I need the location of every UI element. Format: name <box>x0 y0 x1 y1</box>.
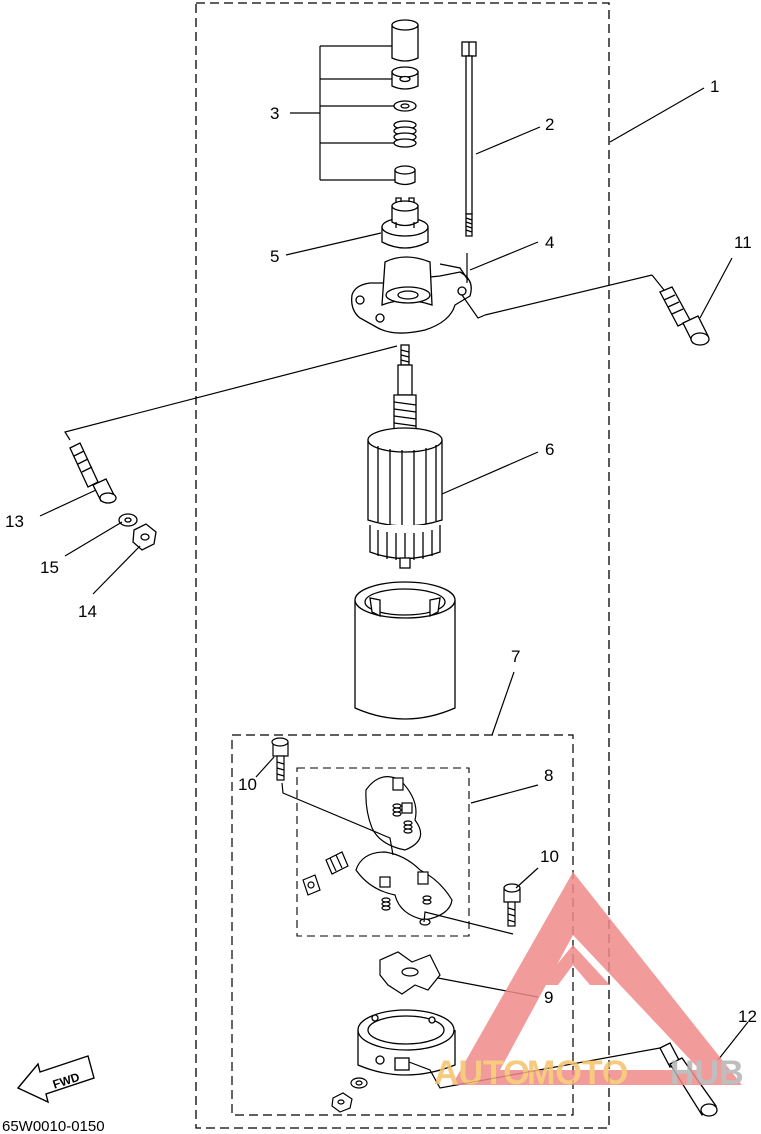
callout-8: 8 <box>544 766 553 785</box>
watermark-text-1: AUTO <box>434 1054 530 1092</box>
callout-labels: 1 2 3 4 5 6 7 8 9 10 10 11 12 13 14 15 <box>5 77 757 1026</box>
pinion-stop-set <box>391 19 419 186</box>
armature <box>367 344 443 569</box>
figure-code: 65W0010-0150 <box>2 1118 105 1134</box>
callout-15: 15 <box>40 558 59 577</box>
watermark-text-2: MOTO <box>527 1054 628 1092</box>
stator-yoke <box>354 581 456 720</box>
washer-rear <box>350 1077 368 1089</box>
callout-9: 9 <box>544 988 553 1007</box>
callout-10-upper: 10 <box>238 775 257 794</box>
brush-holder-boundary <box>296 767 470 937</box>
through-bolt <box>461 41 477 237</box>
bolt-11 <box>659 286 710 346</box>
watermark-text-3: HUB <box>670 1054 744 1092</box>
watermark-logo: AUTO MOTO HUB <box>434 872 744 1092</box>
callout-11: 11 <box>734 233 752 252</box>
lower-bracket-boundary <box>231 734 574 1116</box>
callout-3: 3 <box>270 104 279 123</box>
bolt-13 <box>69 442 117 504</box>
callout-4: 4 <box>545 233 554 252</box>
nut-14 <box>132 523 157 551</box>
brush-plate <box>379 951 441 995</box>
callout-13: 13 <box>5 512 24 531</box>
callout-6: 6 <box>545 440 554 459</box>
brush-holder-parts <box>302 776 453 926</box>
callout-7: 7 <box>511 647 520 666</box>
part-3-bracket-leader <box>290 45 395 181</box>
rear-cover <box>357 1009 456 1076</box>
assembly-boundary <box>195 2 610 1129</box>
washer-15 <box>118 513 138 527</box>
callout-1: 1 <box>710 77 719 96</box>
pinion-gear <box>381 197 429 249</box>
screw-10-lower <box>503 883 521 927</box>
callout-14: 14 <box>78 602 97 621</box>
fwd-direction-arrow: FWD <box>16 1055 95 1104</box>
callout-2: 2 <box>545 115 554 134</box>
front-bracket <box>351 256 472 334</box>
callout-10-lower: 10 <box>540 847 559 866</box>
screw-10-upper <box>271 737 289 781</box>
callout-5: 5 <box>270 247 279 266</box>
leader-lines <box>39 87 749 1089</box>
nut-rear <box>331 1092 353 1113</box>
callout-12: 12 <box>738 1007 757 1026</box>
